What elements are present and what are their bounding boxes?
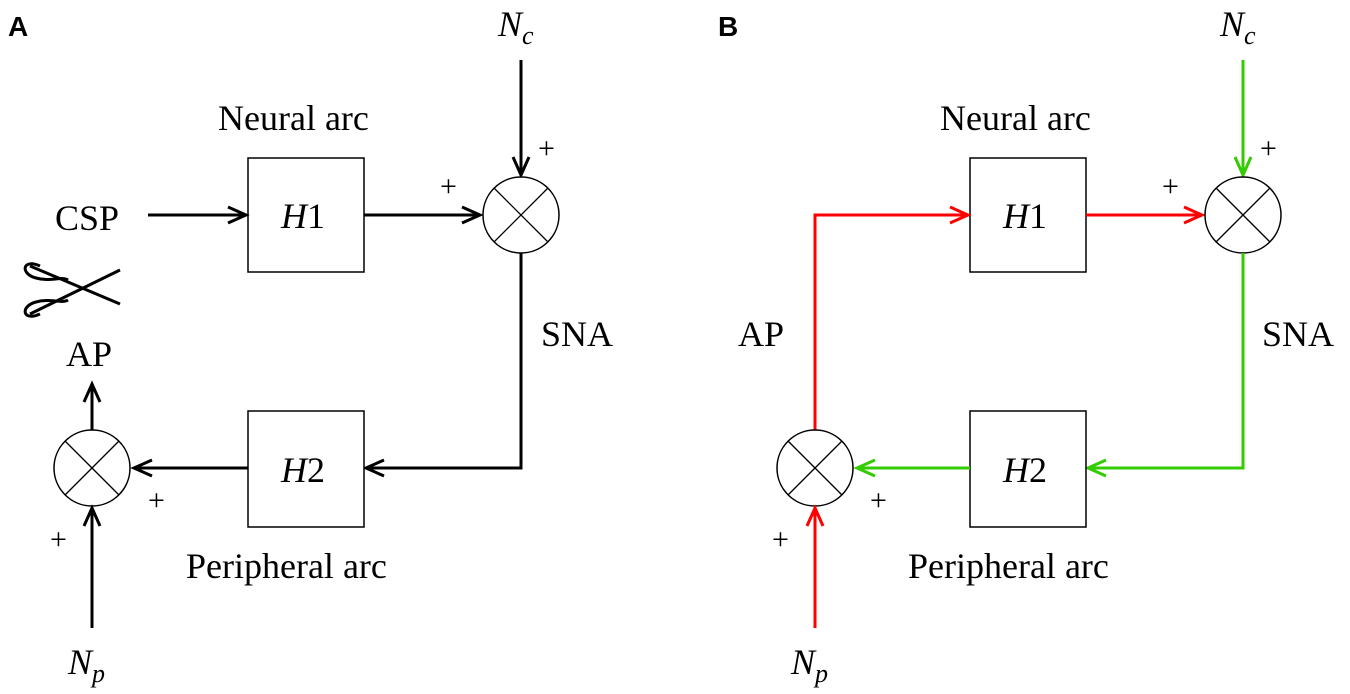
- panel-a-h2-block: [247, 410, 365, 528]
- panel-b-nc-label: Nc: [1219, 4, 1256, 50]
- panel-a-letter: A: [8, 11, 28, 42]
- panel-a-np-label: Np: [67, 642, 105, 688]
- panel-a-sna-label: SNA: [541, 314, 613, 354]
- panel-b-h1-block: [969, 157, 1087, 273]
- panel-a-plus-left: +: [440, 170, 457, 203]
- panel-a-plus-right-lower: +: [148, 484, 165, 517]
- panel-b-h2-block: [969, 410, 1087, 528]
- panel-b-bottom-junction: [776, 429, 854, 507]
- panel-a-nc-label: Nc: [497, 4, 534, 50]
- panel-a-neural-arc-label: Neural arc: [218, 98, 369, 138]
- panel-a-plus-bottom: +: [50, 523, 67, 556]
- panel-b-h1-label: H1: [1002, 196, 1047, 236]
- panel-a-csp-label: CSP: [55, 198, 119, 238]
- panel-b-peripheral-arc-label: Peripheral arc: [908, 546, 1109, 586]
- panel-a-bottom-junction: [53, 429, 131, 507]
- panel-a-h1-block: [247, 157, 365, 273]
- panel-a-plus-top: +: [538, 132, 555, 165]
- scissors-icon: [23, 262, 121, 318]
- panel-a: A Nc Neural arc CSP H1 + + SNA: [8, 4, 613, 688]
- panel-b-np-label: Np: [790, 642, 828, 688]
- panel-a-nc-main: N: [497, 4, 524, 44]
- panel-b-letter: B: [718, 11, 738, 42]
- panel-a-top-junction: [482, 176, 560, 254]
- panel-b-top-junction: [1204, 176, 1282, 254]
- panel-a-peripheral-arc-label: Peripheral arc: [186, 546, 387, 586]
- panel-b-plus-left: +: [1162, 170, 1179, 203]
- panel-b-plus-right-lower: +: [870, 484, 887, 517]
- panel-b-ap-arrow: [813, 205, 972, 430]
- panel-b: B Nc Neural arc H1 + + SNA AP: [718, 4, 1334, 688]
- panel-a-h2-label: H2: [280, 450, 325, 490]
- panel-b-plus-top: +: [1260, 132, 1277, 165]
- panel-b-plus-bottom: +: [772, 523, 789, 556]
- panel-a-h1-label: H1: [280, 196, 325, 236]
- panel-a-nc-sub: c: [522, 21, 534, 50]
- panel-b-sna-arrow: [1084, 253, 1245, 478]
- panel-a-sna-arrow: [362, 253, 523, 478]
- panel-b-neural-arc-label: Neural arc: [940, 98, 1091, 138]
- panel-a-ap-label: AP: [66, 334, 112, 374]
- panel-b-h2-label: H2: [1002, 450, 1047, 490]
- panel-b-sna-label: SNA: [1262, 314, 1334, 354]
- panel-b-ap-label: AP: [738, 314, 784, 354]
